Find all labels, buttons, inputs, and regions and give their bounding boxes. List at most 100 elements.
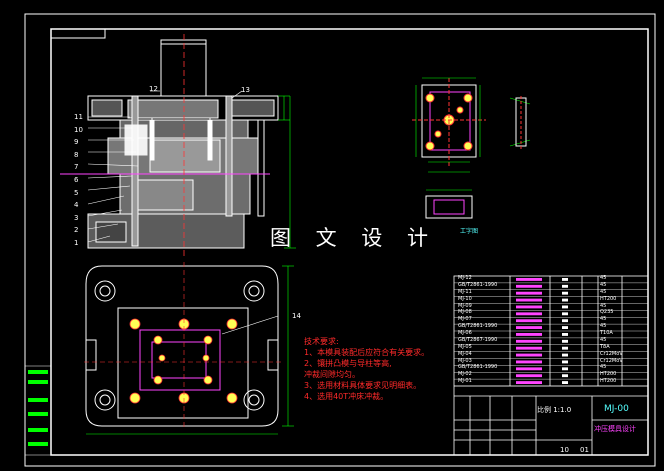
- tech-req-line: 冲裁间隙均匀。: [304, 370, 360, 379]
- scale-label: 比例 1:1.0: [537, 406, 572, 414]
- bom-name-bar: [516, 298, 542, 302]
- bom-qty-mark: [562, 346, 568, 350]
- plan-centerlines: [84, 262, 282, 430]
- drawing-number: MJ-00: [604, 404, 629, 414]
- bom-name-bar: [516, 360, 542, 364]
- bom-qty-mark: [562, 353, 568, 357]
- part-number-14: 14: [292, 312, 301, 320]
- bom-name-bar: [516, 319, 542, 323]
- bom-code: MJ-06: [458, 330, 472, 336]
- bom-qty-mark: [562, 374, 568, 378]
- bom-material: T10A: [600, 330, 613, 336]
- leader-lines: [87, 90, 243, 243]
- bom-material: 45: [600, 275, 607, 281]
- bom-name-bar: [516, 278, 542, 281]
- bom-material: Cr12MoV: [600, 350, 623, 357]
- bom-code: MJ-02: [458, 371, 472, 378]
- bom-material: 45: [600, 364, 607, 371]
- bom-material: 45: [600, 302, 607, 309]
- bom-qty-mark: [562, 367, 568, 371]
- part-number-4: 4: [74, 201, 79, 210]
- lower-plate-outline: [85, 265, 279, 427]
- bom-code: GB/T2861-1990: [458, 364, 498, 371]
- bom-code: MJ-08: [458, 309, 472, 316]
- bom-name-bar: [516, 284, 542, 288]
- part-number-12: 12: [149, 85, 158, 93]
- bom-color-bars: [516, 278, 568, 384]
- bom-qty-mark: [562, 319, 568, 323]
- tech-req-line: 4、选用40T冲床冲裁。: [304, 392, 389, 401]
- cavity-outline: [139, 329, 221, 391]
- tech-req-line: 3、选用材料具体要求见明细表。: [304, 381, 422, 390]
- bom-name-bar: [516, 291, 542, 295]
- bom-qty-mark: [562, 333, 568, 336]
- bom-qty-mark: [562, 284, 568, 288]
- outer-border: [24, 13, 656, 467]
- tech-req-title: 技术要求:: [304, 337, 339, 346]
- part-number-13: 13: [241, 86, 250, 94]
- bom-material: 45: [600, 288, 607, 295]
- bom-code: MJ-10: [458, 295, 472, 302]
- bom-material: Cr12MoV: [600, 357, 623, 364]
- section-dims: [278, 95, 296, 249]
- part-number-8: 8: [74, 150, 79, 159]
- bom-code: MJ-05: [458, 343, 472, 350]
- bom-code: GB/T2861-1990: [458, 323, 498, 330]
- bom-code: MJ-12: [458, 275, 472, 281]
- die-outline: [117, 307, 249, 419]
- bom-name-bar: [516, 305, 542, 309]
- bom-qty-mark: [562, 305, 568, 309]
- bom-code: GB/T2861-1990: [458, 281, 498, 288]
- bom-code: MJ-09: [458, 302, 472, 309]
- corner-tag: [50, 28, 106, 39]
- guide-post-outer: [257, 119, 265, 217]
- bom-code: GB/T2867-1990: [458, 336, 498, 343]
- bom-material: 45: [600, 336, 607, 343]
- bom-name-bar: [516, 339, 542, 343]
- bom-name-bar: [516, 353, 542, 357]
- bom-rows: [454, 282, 648, 387]
- title-block: [453, 275, 649, 456]
- part-number-6: 6: [74, 176, 79, 184]
- tech-req-line: 2、镶拼凸模与导柱等高,: [304, 359, 392, 368]
- part-number-5: 5: [74, 188, 79, 197]
- page-left: 10: [560, 446, 569, 454]
- bom-name-bar: [516, 381, 542, 384]
- bom-qty-mark: [562, 339, 568, 343]
- bom-qty-mark: [562, 278, 568, 281]
- part-number-7: 7: [74, 163, 79, 172]
- part-number-9: 9: [74, 138, 79, 147]
- part-number-1: 1: [74, 239, 79, 247]
- bom-name-bar: [516, 333, 542, 336]
- revision-marks: [25, 365, 51, 456]
- bom-name-bar: [516, 374, 542, 378]
- bom-material: HT200: [600, 378, 617, 385]
- bom-name-bar: [516, 312, 542, 316]
- part-number-11: 11: [74, 113, 83, 121]
- bom-qty-mark: [562, 381, 568, 384]
- bom-material: Q235: [600, 309, 614, 316]
- bom-material: T8A: [600, 343, 610, 350]
- plan-dims: [86, 265, 294, 435]
- section-view: [60, 34, 279, 258]
- bom-code: MJ-11: [458, 288, 472, 295]
- guide-post-right: [225, 95, 233, 217]
- bom-material: 45: [600, 323, 607, 330]
- plan-screws: [129, 318, 238, 404]
- bom-name-bar: [516, 346, 542, 350]
- bom-code: MJ-03: [458, 357, 472, 364]
- watermark-title: 图 文 设 计: [270, 226, 438, 250]
- guide-post-left: [131, 95, 139, 247]
- tech-req-line: 1、本模具装配后应符合有关要求。: [304, 348, 430, 357]
- die-shank: [160, 39, 207, 97]
- bom-qty-mark: [562, 312, 568, 316]
- bom-qty-mark: [562, 326, 568, 329]
- bom-code: MJ-07: [458, 316, 472, 323]
- bom-material: HT200: [600, 371, 617, 378]
- part-number-10: 10: [74, 125, 83, 134]
- bom-material: 45: [600, 316, 607, 323]
- part-number-2: 2: [74, 226, 79, 235]
- part-name: 冲压模具设计: [594, 425, 636, 433]
- part-number-3: 3: [74, 213, 79, 222]
